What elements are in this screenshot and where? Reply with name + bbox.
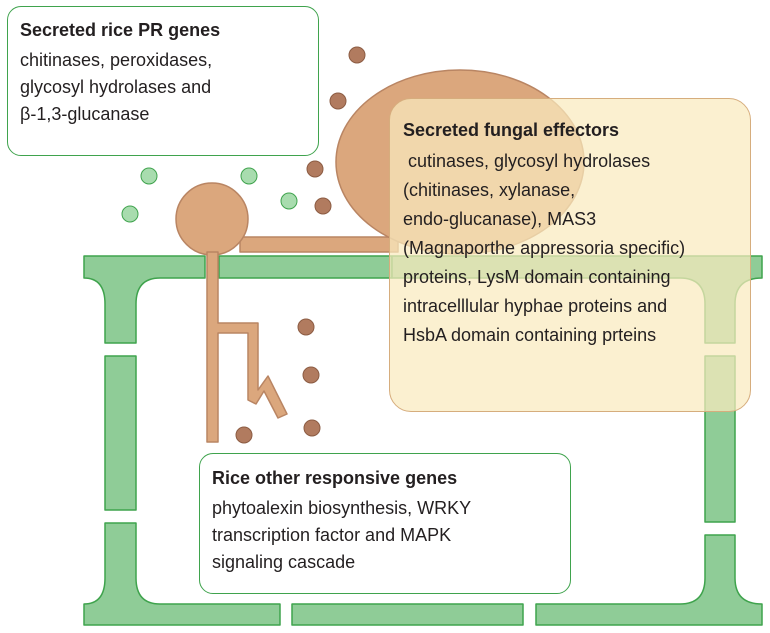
effector-dot bbox=[302, 366, 320, 384]
appressorium bbox=[175, 182, 249, 256]
effector-dot bbox=[235, 426, 253, 444]
cell-wall-bottom-middle-segment bbox=[291, 603, 524, 626]
invasive-hyphae bbox=[206, 251, 288, 443]
pr-genes-line: glycosyl hydrolases and bbox=[20, 77, 212, 97]
cell-wall-top-left-junction bbox=[83, 255, 206, 344]
fungal-effectors-line: proteins, LysM domain containing bbox=[403, 267, 671, 287]
pr-protein-dot bbox=[240, 167, 258, 185]
fungal-effectors-line: HsbA domain containing prteins bbox=[403, 325, 657, 345]
secreted-fungal-effectors bbox=[235, 46, 366, 444]
cell-wall-top-segment bbox=[218, 255, 393, 279]
pr-protein-dot bbox=[140, 167, 158, 185]
cell-wall-bottom-left-junction bbox=[83, 522, 281, 626]
rice-other-responsive-genes-box: Rice other responsive genes phytoalexin … bbox=[199, 453, 571, 594]
pr-protein-dot bbox=[280, 192, 298, 210]
pr-protein-dot bbox=[121, 205, 139, 223]
effector-dot bbox=[314, 197, 332, 215]
other-genes-title: Rice other responsive genes bbox=[212, 468, 458, 488]
effector-dot bbox=[329, 92, 347, 110]
secreted-pr-proteins bbox=[121, 167, 298, 223]
pr-genes-title: Secreted rice PR genes bbox=[20, 20, 221, 40]
effector-dot bbox=[306, 160, 324, 178]
fungal-hypha bbox=[239, 236, 399, 253]
secreted-fungal-effectors-box: Secreted fungal effectors cutinases, gly… bbox=[389, 98, 751, 412]
fungal-effectors-title: Secreted fungal effectors bbox=[403, 120, 620, 140]
effector-dot bbox=[303, 419, 321, 437]
pr-genes-line: chitinases, peroxidases, bbox=[20, 50, 213, 70]
other-genes-line: transcription factor and MAPK bbox=[212, 525, 452, 545]
secreted-rice-pr-genes-box: Secreted rice PR genes chitinases, perox… bbox=[7, 6, 319, 156]
other-genes-line: phytoalexin biosynthesis, WRKY bbox=[212, 498, 472, 518]
other-genes-line: signaling cascade bbox=[212, 552, 356, 572]
effector-dot bbox=[348, 46, 366, 64]
fungal-effectors-line: cutinases, glycosyl hydrolases bbox=[403, 151, 651, 171]
fungal-effectors-line: intracelllular hyphae proteins and bbox=[403, 296, 668, 316]
pr-genes-line: β-1,3-glucanase bbox=[20, 104, 150, 124]
cell-wall-bottom-right-junction bbox=[535, 534, 763, 626]
cell-wall-left-segment bbox=[104, 355, 137, 511]
fungal-effectors-line: endo-glucanase), MAS3 bbox=[403, 209, 597, 229]
fungal-effectors-line: (chitinases, xylanase, bbox=[403, 180, 576, 200]
effector-dot bbox=[297, 318, 315, 336]
fungal-effectors-line: (Magnaporthe appressoria specific) bbox=[403, 238, 686, 258]
